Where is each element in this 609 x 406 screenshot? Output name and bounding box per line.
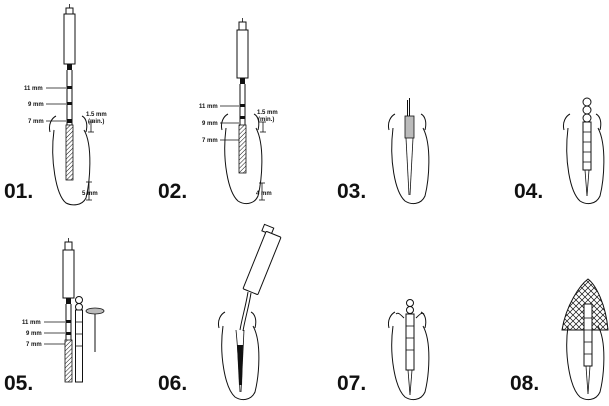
step-03-panel: 03. bbox=[337, 98, 429, 204]
post-in-canal bbox=[583, 98, 591, 196]
post-restored bbox=[584, 304, 592, 394]
post-drill bbox=[237, 18, 248, 173]
depth-markers: 11 mm 9 mm 7 mm bbox=[24, 86, 66, 125]
step-06-panel: 06. bbox=[158, 224, 281, 399]
fiber-post-measured bbox=[76, 297, 83, 383]
step-05-panel: 11 mm 9 mm 7 mm 05. bbox=[4, 238, 104, 395]
step-07-panel: 07. bbox=[337, 300, 429, 400]
depth-label-9mm: 9 mm bbox=[26, 331, 42, 337]
clearance-note: (min.) bbox=[258, 117, 274, 123]
step-number: 06. bbox=[158, 372, 187, 395]
apex-label: 4 mm bbox=[256, 191, 272, 197]
step-04-panel: 04. bbox=[514, 98, 604, 204]
depth-markers: 11 mm 9 mm 7 mm bbox=[22, 320, 65, 348]
clearance-marker: 1.5 mm (min.) bbox=[257, 110, 278, 132]
depth-markers: 11 mm 9 mm 7 mm bbox=[199, 104, 239, 144]
step-number: 04. bbox=[514, 180, 543, 203]
step-08-panel: 08. bbox=[510, 279, 608, 400]
clearance-label: 1.5 mm bbox=[257, 110, 278, 116]
apex-marker: 4 mm bbox=[256, 183, 272, 200]
apex-marker: 5 mm bbox=[82, 182, 98, 200]
depth-label-7mm: 7 mm bbox=[26, 342, 42, 348]
depth-label-9mm: 9 mm bbox=[202, 121, 218, 127]
step-number: 02. bbox=[158, 180, 187, 203]
clearance-label: 1.5 mm bbox=[86, 112, 107, 118]
step-number: 01. bbox=[4, 180, 33, 203]
depth-label-9mm: 9 mm bbox=[28, 102, 44, 108]
clearance-marker: 1.5 mm (min.) bbox=[86, 112, 107, 132]
step-02-panel: 11 mm 9 mm 7 mm 1.5 mm (min.) 4 mm 02. bbox=[158, 18, 278, 204]
depth-label-7mm: 7 mm bbox=[28, 119, 44, 125]
post-drill bbox=[64, 4, 75, 180]
cement-syringe bbox=[240, 224, 281, 331]
step-01-panel: 11 mm 9 mm 7 mm 1.5 mm (min.) 5 mm 01. bbox=[4, 4, 107, 205]
depth-label-7mm: 7 mm bbox=[202, 138, 218, 144]
step-number: 05. bbox=[4, 372, 33, 395]
fiber-post bbox=[405, 98, 414, 195]
step-number: 08. bbox=[510, 372, 539, 395]
cement-fill bbox=[236, 330, 244, 392]
apex-label: 5 mm bbox=[82, 191, 98, 197]
depth-label-11mm: 11 mm bbox=[24, 86, 43, 92]
post-drill bbox=[63, 238, 74, 382]
step-number: 07. bbox=[337, 372, 366, 395]
post-seated bbox=[406, 300, 414, 396]
clearance-note: (min.) bbox=[88, 119, 104, 125]
depth-label-11mm: 11 mm bbox=[22, 320, 41, 326]
depth-label-11mm: 11 mm bbox=[199, 104, 218, 110]
cutting-disc bbox=[86, 308, 104, 352]
step-number: 03. bbox=[337, 180, 366, 203]
